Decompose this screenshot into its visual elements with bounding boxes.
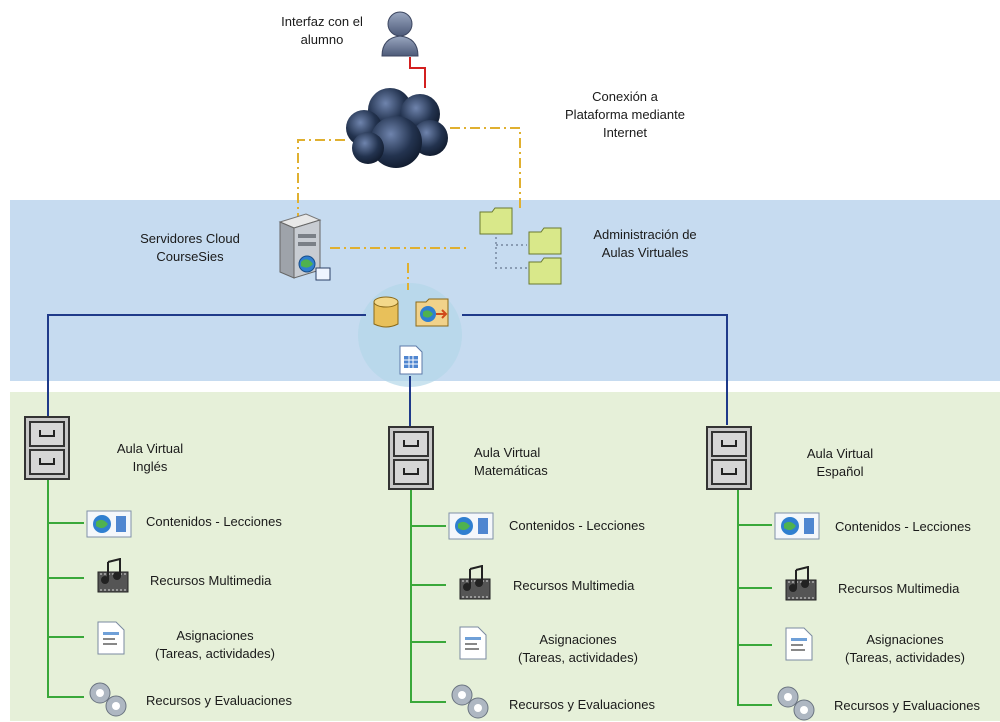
folder-icon bbox=[479, 207, 513, 235]
classroom-title-espanol: Aula Virtual Español bbox=[806, 446, 874, 479]
folder-icon bbox=[528, 227, 562, 255]
music-video-icon bbox=[785, 566, 817, 601]
trunk-to-espanol-line bbox=[462, 314, 728, 425]
resource-evaluations-label: Recursos y Evaluaciones bbox=[146, 693, 292, 708]
internet-label: Conexión a Plataforma mediante Internet bbox=[565, 89, 685, 140]
resource-evaluations-label: Recursos y Evaluaciones bbox=[834, 698, 980, 713]
document-icon bbox=[459, 626, 487, 660]
music-video-icon bbox=[459, 565, 491, 600]
admin-label: Administración de Aulas Virtuales bbox=[593, 227, 697, 260]
resource-assignments-label: Asignaciones (Tareas, actividades) bbox=[155, 628, 275, 661]
web-page-icon bbox=[86, 510, 132, 538]
gears-icon bbox=[89, 682, 127, 717]
resource-contents-label: Contenidos - Lecciones bbox=[146, 514, 282, 529]
document-icon bbox=[785, 627, 813, 661]
web-folder-icon bbox=[415, 298, 449, 327]
user-icon bbox=[381, 11, 419, 57]
web-page-icon bbox=[448, 512, 494, 540]
resource-assignments-label: Asignaciones (Tareas, actividades) bbox=[518, 632, 638, 665]
cabinet-icon bbox=[24, 416, 70, 480]
cloud-icon bbox=[346, 88, 448, 168]
classroom-zone-band bbox=[10, 392, 1000, 721]
classroom-title-matematicas: Aula Virtual Matemáticas bbox=[474, 445, 548, 478]
resource-multimedia-label: Recursos Multimedia bbox=[838, 581, 960, 596]
trunk-to-ingles-line bbox=[47, 314, 366, 418]
web-page-icon bbox=[774, 512, 820, 540]
cabinet-icon bbox=[388, 426, 434, 490]
internet-to-admin-line bbox=[450, 127, 521, 212]
folder-icon bbox=[528, 257, 562, 285]
resource-contents-label: Contenidos - Lecciones bbox=[835, 519, 971, 534]
resource-assignments-label: Asignaciones (Tareas, actividades) bbox=[845, 632, 965, 665]
classroom-title-ingles: Aula Virtual Inglés bbox=[116, 441, 184, 474]
resource-contents-label: Contenidos - Lecciones bbox=[509, 518, 645, 533]
student-label: Interfaz con el alumno bbox=[281, 14, 363, 47]
resource-multimedia-label: Recursos Multimedia bbox=[150, 573, 272, 588]
gears-icon bbox=[451, 684, 489, 719]
resource-evaluations-label: Recursos y Evaluaciones bbox=[509, 697, 655, 712]
spreadsheet-icon bbox=[399, 345, 423, 375]
gears-icon bbox=[777, 686, 815, 721]
cabinet-icon bbox=[706, 426, 752, 490]
database-icon bbox=[373, 296, 399, 328]
server-icon bbox=[278, 213, 331, 281]
music-video-icon bbox=[97, 558, 129, 593]
user-link-line bbox=[409, 57, 426, 88]
internet-to-server-line bbox=[297, 139, 345, 230]
document-icon bbox=[97, 621, 125, 655]
resource-multimedia-label: Recursos Multimedia bbox=[513, 578, 635, 593]
servers-label: Servidores Cloud CourseSies bbox=[140, 231, 240, 264]
